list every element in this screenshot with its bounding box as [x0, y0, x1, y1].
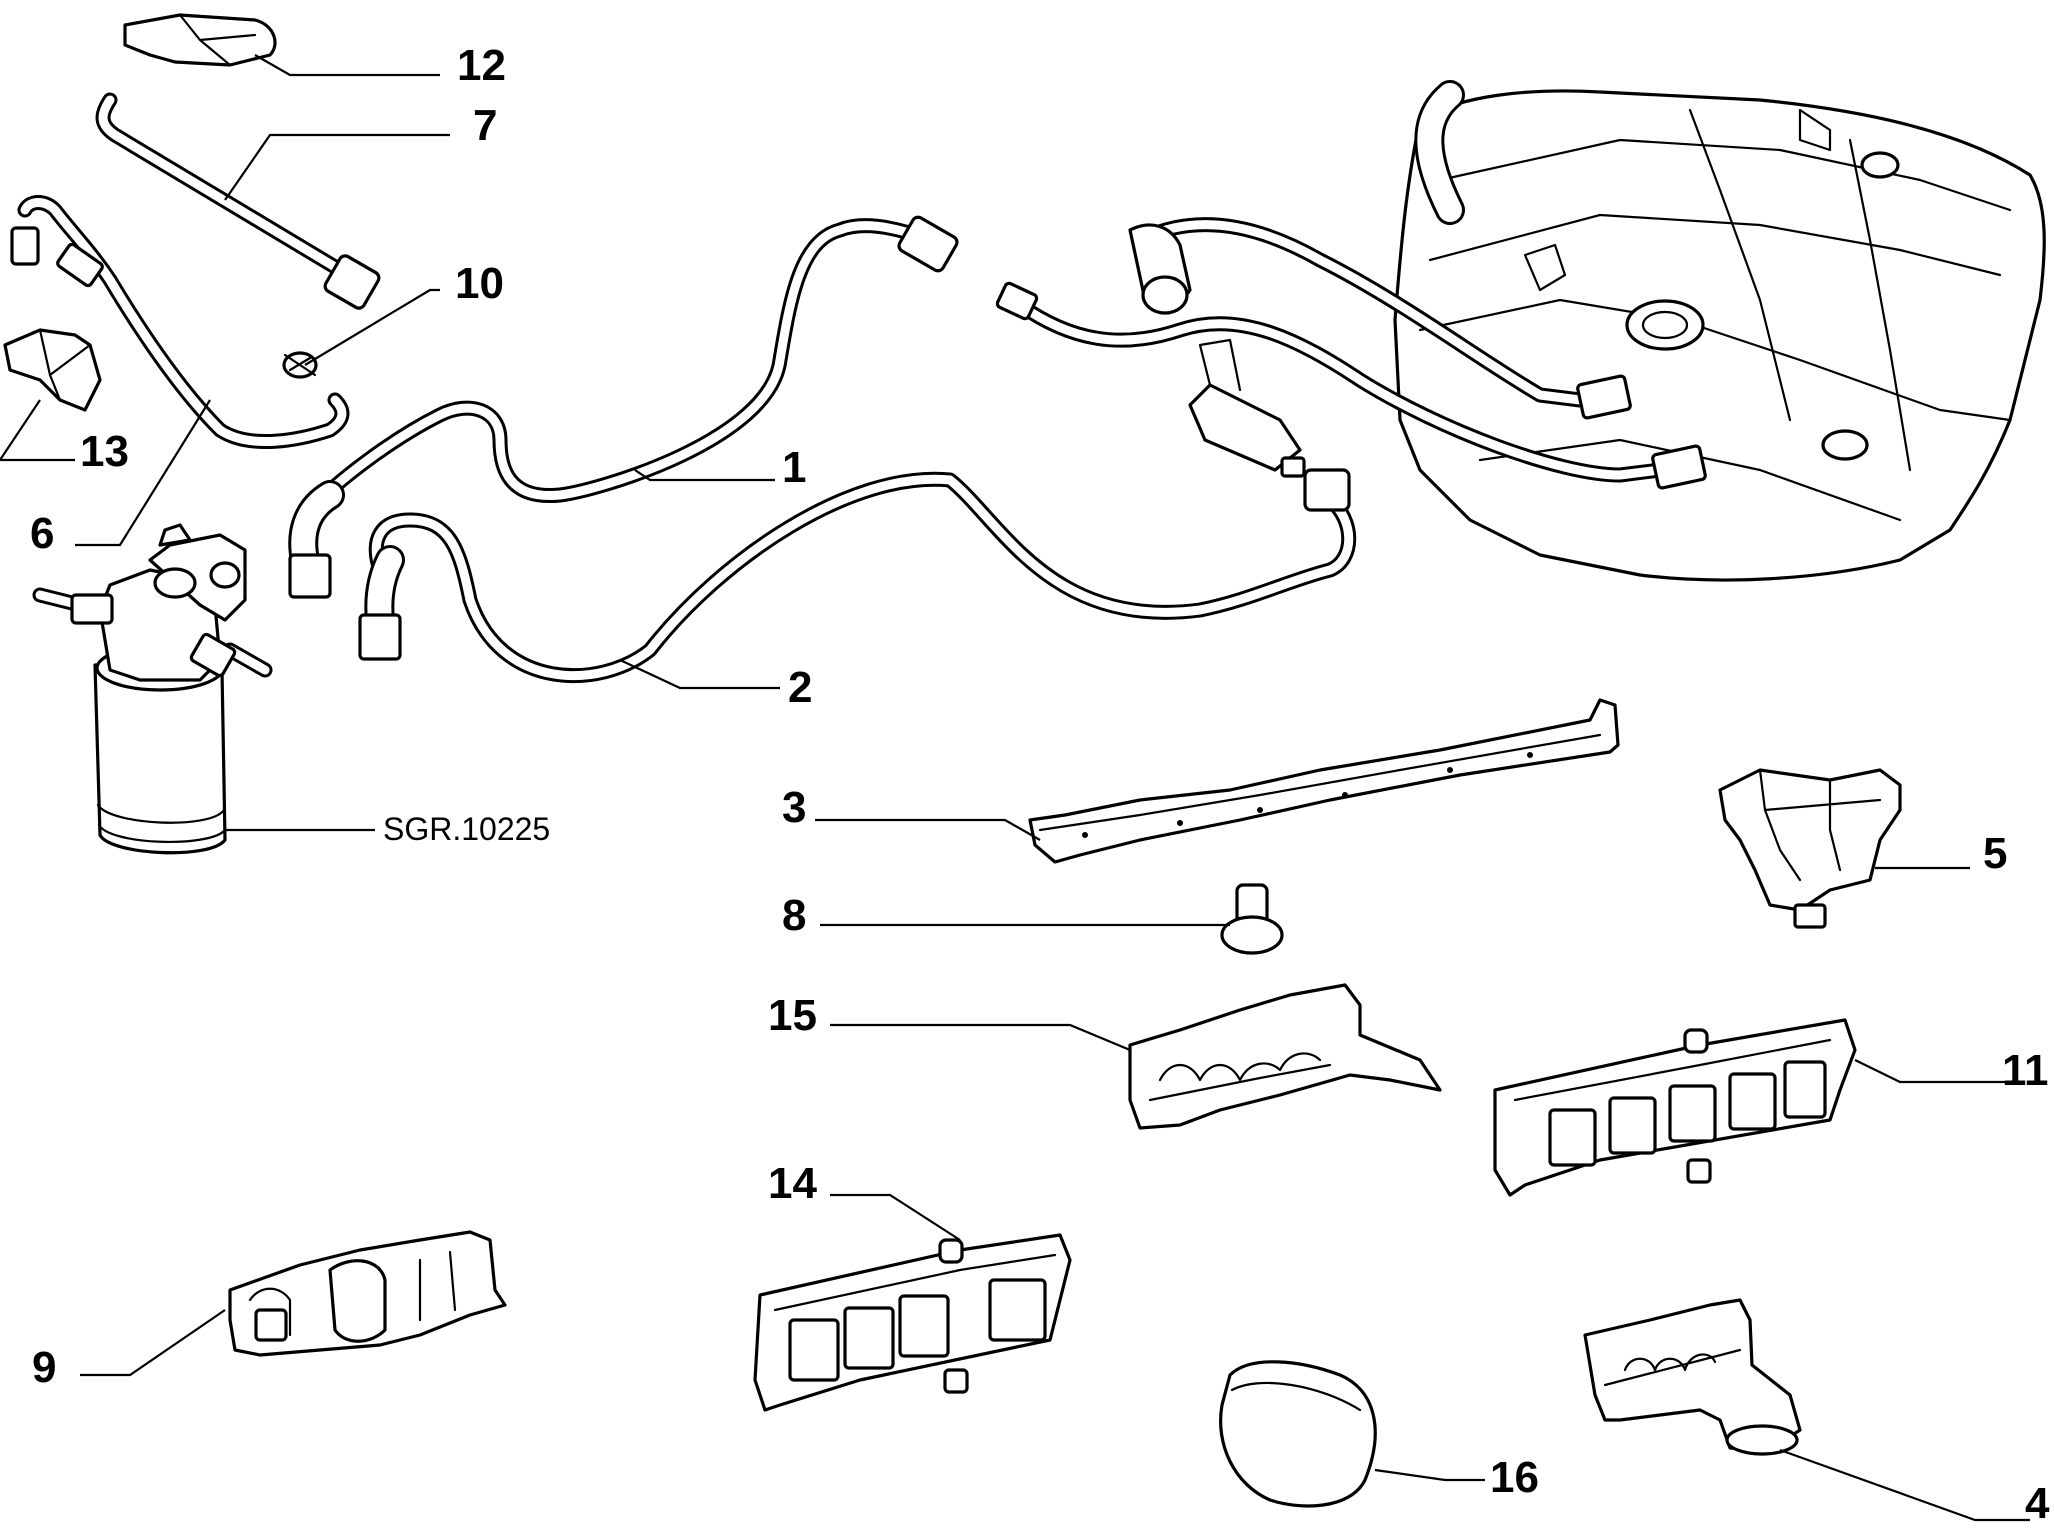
callout-1: 1: [782, 443, 806, 492]
bracket-13: [3, 328, 102, 412]
callout-3: 3: [782, 783, 806, 832]
cover-12: [123, 13, 277, 67]
clip-10: [282, 351, 318, 379]
callout-16: 16: [1490, 1453, 1539, 1502]
holder-5: [1718, 768, 1902, 929]
callout-7: 7: [473, 101, 497, 150]
callout-5: 5: [1983, 829, 2007, 878]
callout-6: 6: [30, 509, 54, 558]
callout-4: 4: [2025, 1479, 2050, 1525]
fuel-tank: [1393, 80, 2046, 582]
callout-14: 14: [768, 1159, 817, 1208]
callout-10: 10: [455, 259, 504, 308]
bolt-8: [1220, 883, 1284, 955]
tank-hoses: [995, 217, 1707, 490]
fuel-pipe-2: [358, 338, 1357, 684]
callout-15: 15: [768, 991, 817, 1040]
holder-9: [228, 1230, 507, 1357]
callout-13: 13: [80, 427, 129, 476]
drawing-code: SGR.10225: [383, 811, 550, 847]
holder-14: [753, 1233, 1072, 1412]
callout-2: 2: [788, 663, 812, 712]
cap-16: [1219, 1360, 1377, 1508]
fuel-filter-assembly: [32, 523, 273, 855]
callout-8: 8: [782, 891, 806, 940]
fuel-pipe-6: [10, 195, 350, 449]
leader-lines: [0, 54, 2030, 1522]
rail-3: [1028, 698, 1620, 864]
fuel-pipe-1: [288, 215, 959, 599]
holder-15: [1128, 983, 1442, 1130]
callout-11: 11: [2002, 1046, 2049, 1095]
holder-4: [1583, 1298, 1802, 1456]
callout-9: 9: [32, 1343, 56, 1392]
holder-11: [1493, 1018, 1857, 1197]
callout-numbers: 12 7 10 13 6 1 2 SGR.10225 3 8 15 11 14 …: [30, 41, 2050, 1528]
fuel-pipe-7: [95, 92, 381, 310]
callout-12: 12: [457, 41, 506, 90]
